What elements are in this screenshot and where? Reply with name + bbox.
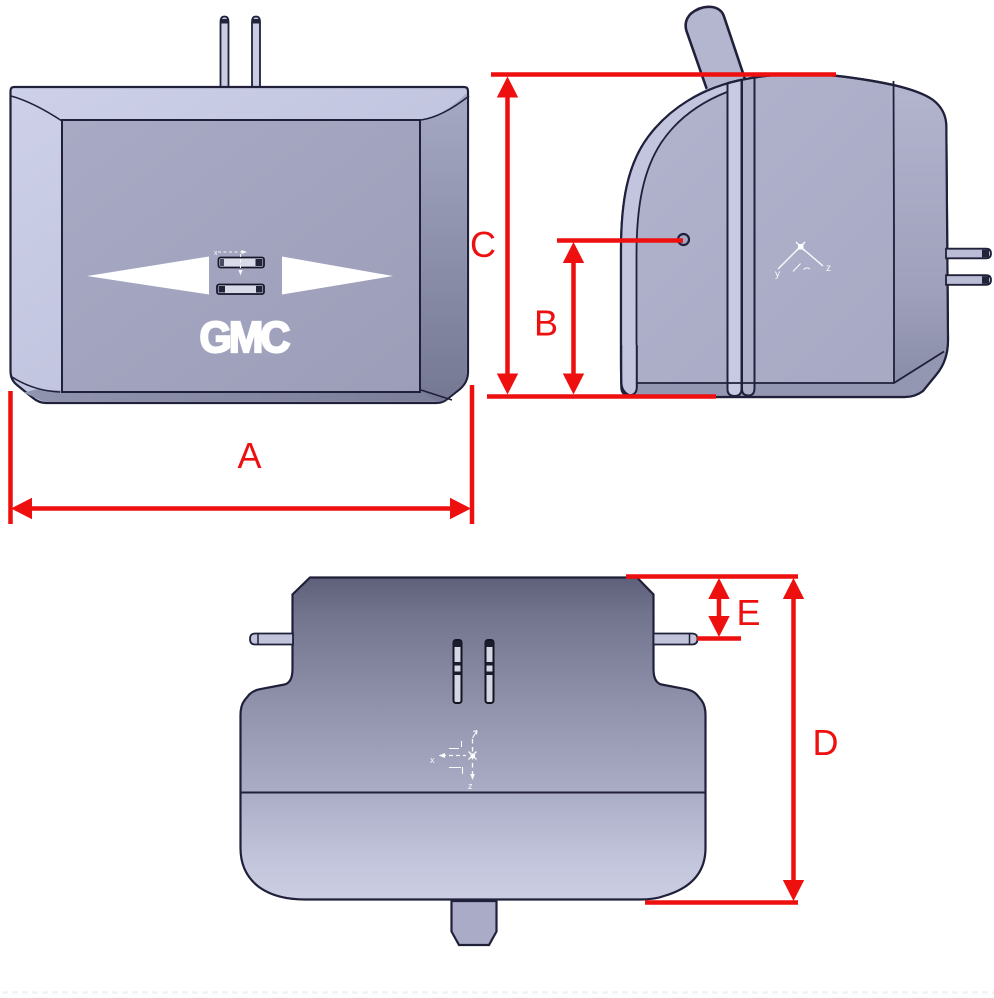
svg-text:y: y <box>775 269 780 280</box>
svg-text:C: C <box>470 224 496 265</box>
svg-text:x: x <box>430 755 435 765</box>
svg-text:z: z <box>468 781 473 791</box>
svg-text:GMC: GMC <box>199 313 289 362</box>
svg-text:A: A <box>237 435 261 476</box>
svg-text:B: B <box>534 303 558 344</box>
svg-text:z: z <box>826 263 831 274</box>
svg-text:D: D <box>813 722 839 763</box>
svg-text:E: E <box>736 592 760 633</box>
svg-text:x: x <box>214 250 218 257</box>
